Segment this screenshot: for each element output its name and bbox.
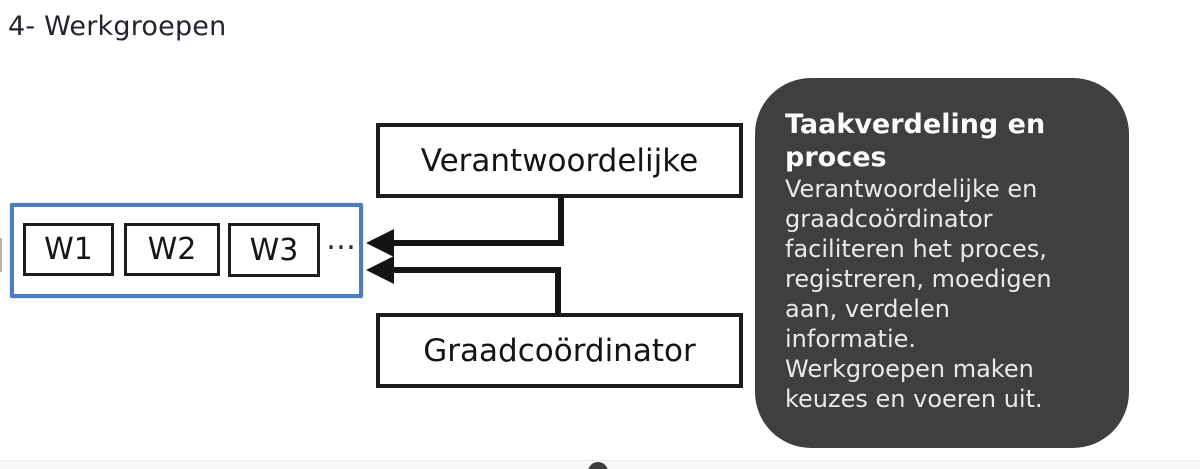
responsible-box: Verantwoordelijke	[376, 123, 743, 198]
callout-paragraph-1: Verantwoordelijke en graadcoördinator fa…	[785, 175, 1052, 353]
connector-coordinator-to-workgroups	[392, 267, 561, 315]
connector-responsible-to-workgroups	[392, 197, 564, 246]
callout-paragraph-2: Werkgroepen maken keuzes en voeren uit.	[785, 355, 1043, 413]
callout-title: Taakverdeling en proces	[785, 109, 1046, 173]
workgroup-label-w3: W3	[249, 232, 299, 268]
workgroup-box-w1: W1	[23, 223, 114, 276]
bullet-dot	[588, 462, 608, 469]
responsible-label: Verantwoordelijke	[420, 142, 699, 179]
workgroup-box-w3: W3	[228, 223, 320, 277]
workgroup-label-w2: W2	[147, 232, 197, 267]
workgroup-box-w2: W2	[124, 223, 220, 276]
callout-box: Taakverdeling en proces Verantwoordelijk…	[755, 78, 1129, 448]
coordinator-label: Graadcoördinator	[423, 332, 696, 369]
arrowhead-left-icon	[366, 229, 394, 257]
page-title: 4- Werkgroepen	[8, 11, 227, 42]
left-edge-artifact	[0, 238, 2, 272]
arrowhead-left-icon	[366, 256, 394, 284]
coordinator-box: Graadcoördinator	[376, 313, 743, 388]
workgroups-ellipsis: …	[326, 222, 356, 257]
workgroup-label-w1: W1	[44, 232, 93, 267]
